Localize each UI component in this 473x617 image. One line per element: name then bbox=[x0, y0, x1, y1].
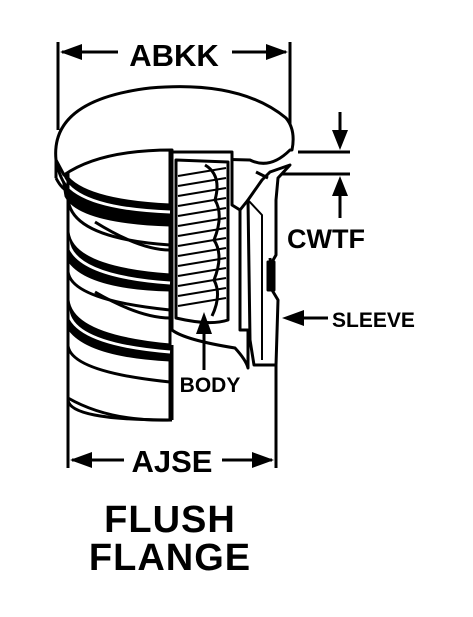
cutaway-section bbox=[170, 150, 250, 370]
flush-flange-head bbox=[54, 85, 295, 194]
ajse-label: AJSE bbox=[132, 444, 213, 479]
sleeve-leader bbox=[282, 310, 328, 326]
cwtf-arrow-up bbox=[332, 176, 348, 196]
sleeve-section bbox=[238, 163, 292, 367]
cwtf-arrow-down bbox=[332, 130, 348, 150]
cwtf-label: CWTF bbox=[287, 224, 365, 254]
caption-line-1: FLUSH bbox=[104, 499, 236, 541]
insert-body bbox=[58, 148, 172, 422]
caption-line-2: FLANGE bbox=[88, 537, 252, 579]
abkk-label: ABKK bbox=[129, 38, 219, 73]
body-label: BODY bbox=[180, 374, 241, 397]
ajse-arrow-left bbox=[70, 452, 92, 468]
ajse-arrow-right bbox=[252, 452, 274, 468]
body-leader bbox=[196, 312, 212, 370]
sleeve-label: SLEEVE bbox=[332, 309, 415, 332]
cwtf-dimension bbox=[282, 112, 350, 218]
ajse-dimension bbox=[66, 395, 278, 468]
